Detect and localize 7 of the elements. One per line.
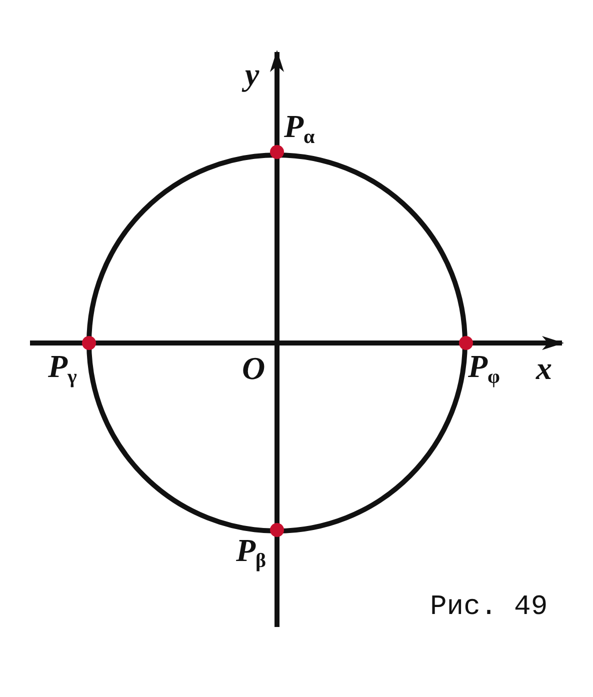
origin-label: O — [242, 352, 266, 384]
axis-label: x — [536, 352, 552, 384]
figure-caption: Рис. 49 — [430, 594, 548, 622]
point-label: P$_{γ}$ — [48, 350, 77, 387]
point-label: P$_{α}$ — [284, 110, 315, 147]
point-label: P$_{φ}$ — [468, 350, 500, 387]
point-label: P$_{β}$ — [236, 534, 266, 571]
